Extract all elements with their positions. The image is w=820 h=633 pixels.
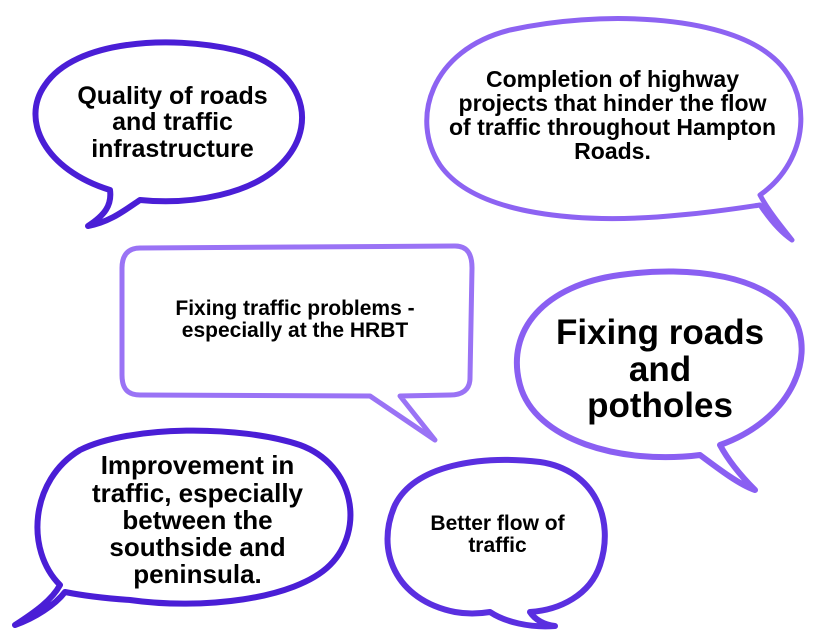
- speech-bubble-1: [32, 39, 305, 229]
- bubble-text-5: Improvement in traffic, especially betwe…: [92, 450, 303, 590]
- bubble-text-2: Completion of highway projects that hind…: [448, 65, 777, 165]
- bubble-text-4: Fixing roads and potholes: [555, 312, 765, 426]
- bubble-text-6: Better flow of traffic: [430, 511, 565, 557]
- speech-bubble-5: [12, 427, 354, 628]
- speech-bubble-2: [424, 16, 804, 243]
- speech-bubble-6: [384, 456, 608, 630]
- speech-bubble-3: [119, 243, 475, 443]
- bubble-text-1: Quality of roads and traffic infrastruct…: [77, 82, 268, 163]
- bubble-text-3: Fixing traffic problems - especially at …: [175, 296, 415, 342]
- speech-bubble-4: [513, 268, 805, 493]
